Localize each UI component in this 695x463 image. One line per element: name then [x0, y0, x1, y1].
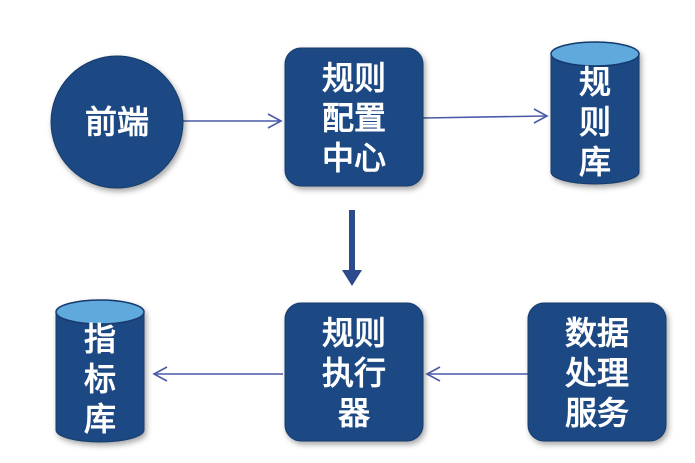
node-rule-config-center: 规则 配置 中心 — [284, 47, 424, 187]
node-rule-library-line-1: 规 — [579, 63, 611, 101]
node-rule-config-center-line-2: 配置 — [322, 99, 386, 137]
edges — [152, 108, 549, 382]
node-data-processing-service-line-3: 服务 — [565, 394, 629, 432]
node-data-processing-service: 数据 处理 服务 — [527, 302, 667, 442]
node-rule-executor-line-2: 执行 — [322, 354, 386, 392]
edge-frontend-to-rule-config-center — [183, 113, 283, 129]
edge-rule-config-center-to-rule-executor — [342, 210, 362, 286]
node-rule-executor-line-3: 器 — [337, 394, 371, 432]
node-frontend-label: 前端 — [85, 103, 149, 141]
node-metric-library: 指 标 库 — [55, 299, 145, 443]
node-rule-config-center-line-3: 中心 — [322, 139, 386, 177]
edge-rule-config-center-to-rule-library — [422, 108, 549, 124]
edge-data-processing-service-to-rule-executor — [425, 366, 528, 382]
node-frontend: 前端 — [50, 55, 184, 189]
node-rule-executor: 规则 执行 器 — [284, 302, 424, 442]
node-data-processing-service-line-2: 处理 — [564, 354, 629, 392]
node-rule-executor-line-1: 规则 — [322, 314, 386, 352]
node-metric-library-line-1: 指 — [84, 320, 116, 358]
node-rule-library-line-3: 库 — [579, 143, 611, 181]
node-data-processing-service-line-1: 数据 — [565, 314, 629, 352]
edge-rule-executor-to-metric-library — [152, 366, 283, 382]
node-rule-library: 规 则 库 — [550, 41, 640, 185]
node-metric-library-line-3: 库 — [84, 400, 116, 438]
node-metric-library-line-2: 标 — [84, 360, 116, 398]
node-rule-library-line-2: 则 — [579, 103, 611, 141]
node-rule-config-center-line-1: 规则 — [322, 59, 386, 97]
